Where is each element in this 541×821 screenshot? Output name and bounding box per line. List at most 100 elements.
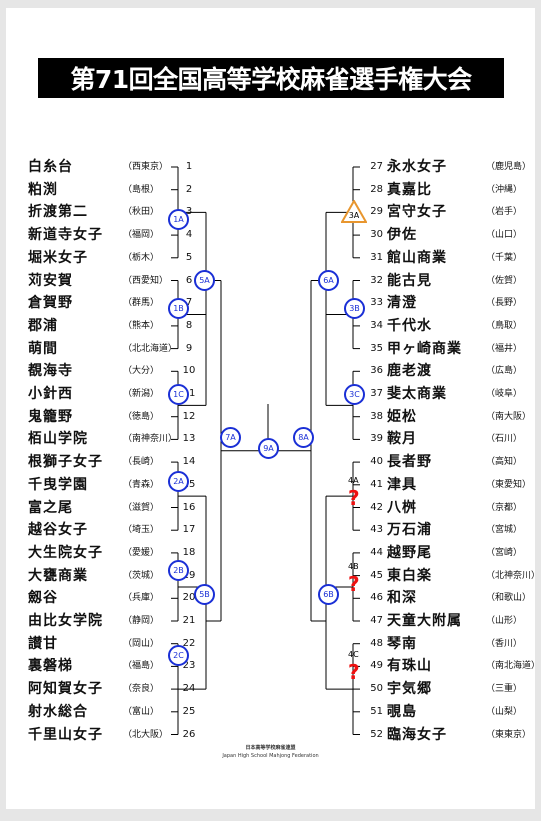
team-row: 栢山学院（南神奈川）13 [28, 429, 200, 449]
team-prefecture: （福岡） [123, 230, 160, 241]
team-row: 永水女子（鹿児島）27 [365, 157, 540, 177]
team-number: 16 [182, 501, 196, 513]
team-number: 49 [370, 660, 383, 672]
team-name: 姫松 [387, 408, 417, 425]
team-name: 清澄 [387, 295, 417, 312]
team-prefecture: （青森） [123, 479, 160, 490]
block-triangle-icon [341, 200, 367, 223]
team-prefecture: （石川） [486, 434, 523, 445]
team-name: 臨海女子 [387, 726, 447, 743]
team-number: 33 [370, 297, 383, 309]
team-number: 10 [182, 365, 196, 377]
team-prefecture: （南北海道） [486, 661, 541, 672]
team-name: 宇気郷 [387, 681, 432, 698]
team-number: 8 [185, 319, 193, 331]
team-number: 47 [370, 615, 383, 626]
team-prefecture: （新潟） [123, 389, 160, 399]
team-row: 東白楽（北神奈川）45 [365, 566, 540, 586]
team-prefecture: （西愛知） [123, 275, 169, 286]
team-number: 48 [370, 637, 383, 649]
unknown-mark-4b: ? [348, 572, 360, 596]
team-prefecture: （宮崎） [486, 547, 523, 558]
team-name: 富之尾 [28, 499, 73, 516]
team-number: 44 [370, 546, 383, 558]
team-row: 倉賀野（群馬）7 [28, 293, 200, 313]
team-name: 阿知賀女子 [28, 681, 103, 698]
team-number: 17 [182, 524, 196, 536]
team-prefecture: （山形） [486, 616, 523, 626]
team-name: 郡浦 [28, 317, 58, 334]
team-row: 能古見（佐賀）32 [365, 271, 540, 291]
team-name: 鞍月 [387, 431, 417, 448]
team-name: 折渡第二 [28, 204, 88, 221]
team-name: 粕渕 [28, 181, 58, 198]
team-number: 20 [182, 592, 196, 604]
team-name: 和深 [387, 590, 417, 607]
team-name: 根獅子女子 [28, 454, 103, 471]
team-number: 18 [182, 546, 196, 558]
team-name: 天童大附属 [387, 613, 462, 629]
team-number: 13 [182, 433, 196, 445]
team-prefecture: （徳島） [123, 411, 160, 422]
team-name: 栢山学院 [28, 431, 88, 448]
team-row: 劔谷（兵庫）20 [28, 588, 200, 608]
team-name: 鹿老渡 [387, 363, 432, 380]
team-name: 津具 [387, 476, 417, 493]
team-name: 千代水 [387, 317, 432, 334]
team-name: 大生院女子 [28, 544, 103, 561]
team-row: 裏磐梯（福島）23 [28, 656, 200, 676]
team-prefecture: （島根） [123, 184, 160, 195]
team-row: 阿知賀女子（奈良）24 [28, 679, 200, 699]
team-number: 4 [185, 229, 193, 241]
team-row: 堀米女子（栃木）5 [28, 248, 200, 268]
footer-org-en: Japan High School Mahjong Federation [222, 753, 319, 759]
team-prefecture: （北神奈川） [486, 570, 541, 581]
team-row: 鹿老渡（広島）36 [365, 361, 540, 381]
team-prefecture: （福井） [486, 343, 523, 354]
team-number: 29 [370, 206, 383, 218]
block-label-3b: 3B [344, 298, 365, 319]
block-label-3a: 3A [348, 211, 360, 220]
team-row: 和深 （和歌山） 46 [365, 588, 540, 608]
top-scan-edge [0, 0, 541, 8]
team-prefecture: （南大阪） [486, 411, 532, 422]
team-name: 館山商業 [387, 249, 447, 266]
team-name: 堀米女子 [28, 249, 88, 266]
team-prefecture: （沖縄） [486, 184, 523, 195]
team-number: 41 [370, 478, 383, 490]
team-name: 千曳学園 [28, 476, 88, 493]
team-row: 伊佐（山口）30 [365, 225, 540, 245]
team-row: 千里山女子（北大阪）26 [28, 725, 200, 745]
team-prefecture: （滋賀） [123, 502, 160, 513]
team-row: 宮守女子（岩手）29 [365, 202, 540, 222]
team-name: 越谷女子 [28, 522, 88, 539]
team-prefecture: （高知） [486, 457, 523, 468]
team-row: 清澄（長野）33 [365, 293, 540, 313]
team-prefecture: （宮城） [486, 525, 523, 536]
team-row: 折渡第二（秋田）3 [28, 202, 200, 222]
team-name: 伊佐 [387, 227, 417, 244]
team-number: 2 [185, 183, 193, 195]
team-prefecture: （京都） [486, 502, 523, 513]
team-name: 覗島 [387, 703, 417, 720]
team-prefecture: （愛媛） [123, 547, 160, 558]
team-prefecture: （和歌山） [486, 593, 532, 604]
team-name: 萌間 [28, 340, 58, 357]
team-number: 37 [370, 388, 383, 399]
team-row: 新道寺女子 （福岡） 4 [28, 225, 200, 245]
team-number: 36 [370, 365, 383, 377]
team-number: 19 [182, 569, 196, 581]
team-number: 46 [370, 592, 383, 604]
team-row: 琴南（香川）48 [365, 634, 540, 654]
team-name: 新道寺女子 [28, 227, 103, 244]
team-prefecture: （栃木） [123, 252, 160, 263]
team-prefecture: （山梨） [486, 706, 523, 717]
team-name: 小針西 [28, 386, 73, 402]
team-name: 苅安賀 [28, 272, 73, 289]
block-label-2a: 2A [168, 471, 189, 492]
team-row: 津具（東愛知）41 [365, 475, 540, 495]
team-name: 真嘉比 [387, 181, 432, 198]
team-number: 39 [370, 433, 383, 445]
team-number: 25 [182, 705, 196, 717]
block-label-6a: 6A [318, 270, 339, 291]
